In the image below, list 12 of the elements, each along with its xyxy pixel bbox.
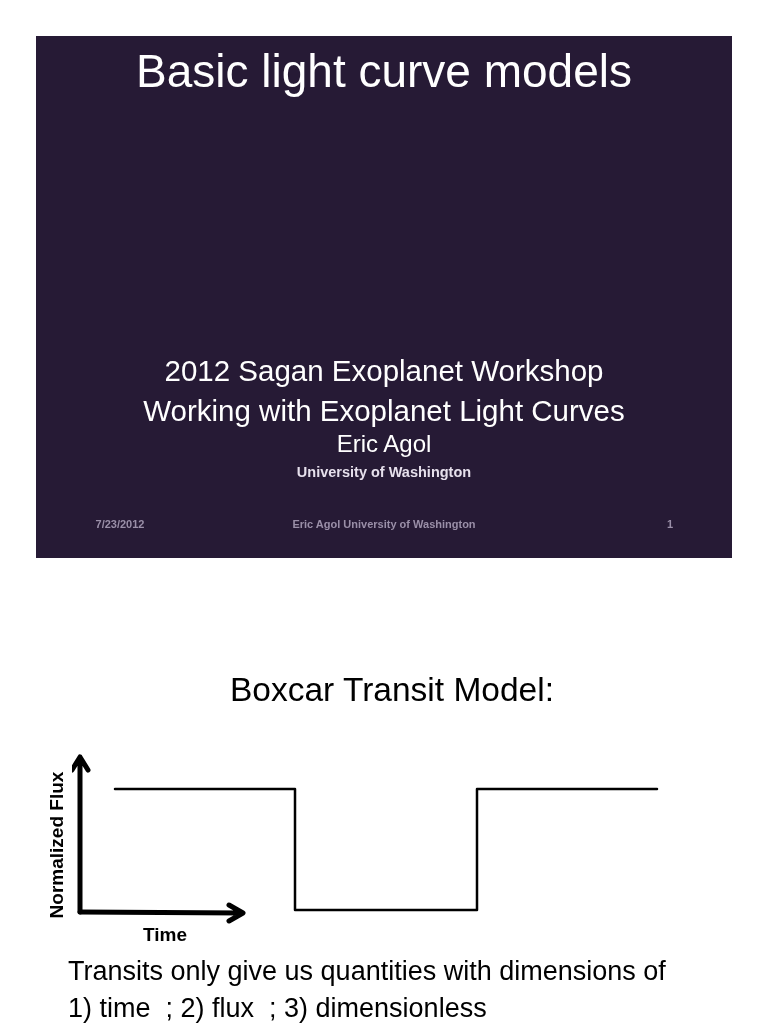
slide-number: 1 bbox=[666, 518, 674, 531]
slide-title: Basic light curve models bbox=[136, 45, 632, 98]
affiliation-text: University of Washington bbox=[296, 464, 472, 481]
axis-label: Normalized Flux bbox=[46, 771, 68, 919]
axis-label: Time bbox=[143, 924, 187, 946]
author-name: Eric Agol bbox=[336, 430, 432, 458]
subtitle-text: Working with Exoplanet Light Curves bbox=[143, 394, 625, 428]
footer-text: Eric Agol University of Washington bbox=[292, 518, 476, 531]
slide-heading: Boxcar Transit Model: bbox=[230, 671, 554, 710]
footer-date: 7/23/2012 bbox=[95, 518, 145, 531]
note-text: Transits only give us quantities with dimensions of 1) time ; 2) flux ; 3) dimensionless bbox=[68, 955, 667, 1024]
subtitle-text: 2012 Sagan Exoplanet Workshop bbox=[164, 354, 604, 388]
